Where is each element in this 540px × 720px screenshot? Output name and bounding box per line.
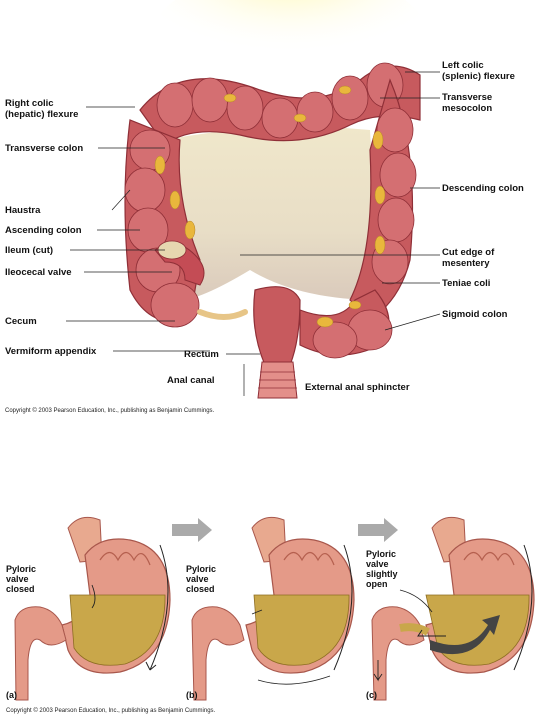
stomach-panel-a [14,516,171,701]
stomach-panel-b [191,516,355,701]
label-ascending-colon: Ascending colon [5,225,82,236]
label-teniae-coli: Teniae coli [442,278,491,289]
label-pyloric-a: Pyloric valve closed [6,564,37,594]
label-descending-colon: Descending colon [442,183,524,194]
label-haustra: Haustra [5,205,41,216]
label-rectum: Rectum [184,349,219,360]
label-cecum: Cecum [5,316,37,327]
label-sigmoid-colon: Sigmoid colon [442,309,508,320]
label-right-colic-flexure: Right colic (hepatic) flexure [5,98,79,120]
label-pyloric-c: Pyloric valve slightly open [366,549,398,589]
label-transverse-mesocolon: Transverse mesocolon [442,92,493,114]
chyme-flow-arrow [430,615,500,655]
stomach-panel-c [371,516,535,701]
colon-illustration [66,0,441,399]
panel-letter-b: (b) [186,690,198,700]
appendix [197,309,248,320]
panel-arrow-1 [172,518,212,542]
label-ileum: Ileum (cut) [5,245,54,256]
label-left-colic-flexure: Left colic (splenic) flexure [442,60,515,82]
copyright-top: Copyright © 2003 Pearson Education, Inc.… [5,408,215,414]
panel-letter-c: (c) [366,690,377,700]
copyright-bottom: Copyright © 2003 Pearson Education, Inc.… [6,708,216,714]
label-vermiform-appendix: Vermiform appendix [5,346,97,357]
panel-letter-a: (a) [6,690,17,700]
rectum [253,286,301,366]
label-ileocecal-valve: Ileocecal valve [5,267,72,278]
label-pyloric-b: Pyloric valve closed [186,564,217,594]
mesentery [165,126,380,301]
label-anal-canal: Anal canal [167,375,215,386]
label-transverse-colon: Transverse colon [5,143,84,154]
label-cut-edge-mesentery: Cut edge of mesentery [442,247,495,269]
panel-arrow-2 [358,518,398,542]
label-external-anal-sphincter: External anal sphincter [305,382,410,393]
